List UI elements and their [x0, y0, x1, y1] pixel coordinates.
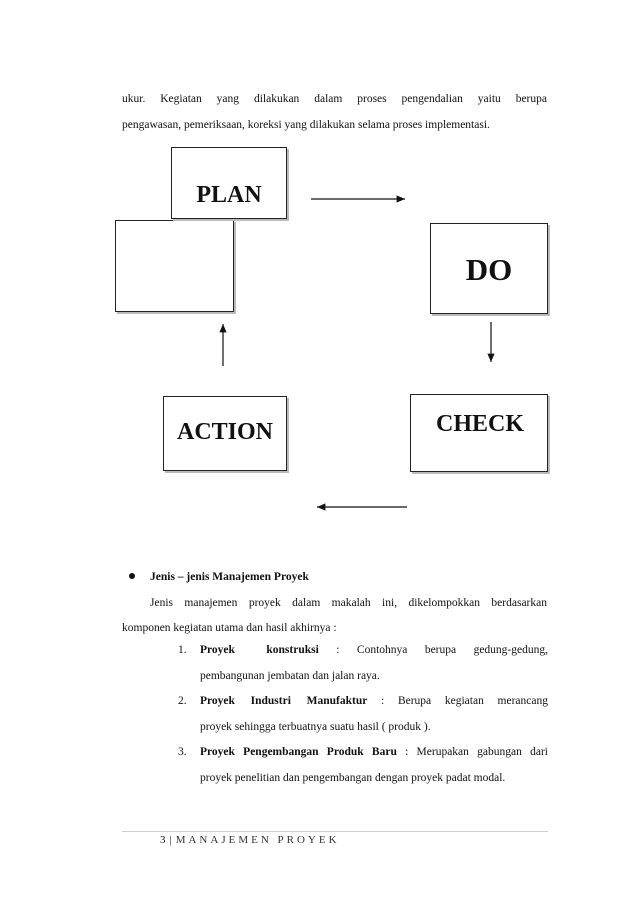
list-item-2: 2. Proyek Industri Manufaktur : Berupa k… — [178, 688, 548, 740]
list-item-line-2: pembangunan jembatan dan jalan raya. — [200, 670, 380, 682]
check-label: CHECK — [435, 410, 524, 437]
list-item-line-2: proyek penelitian dan pengembangan denga… — [200, 772, 506, 784]
list-item-line-2: proyek sehingga terbuatnya suatu hasil (… — [200, 721, 431, 733]
list-item-3: 3. Proyek Pengembangan Produk Baru : Mer… — [178, 739, 548, 791]
page-footer: 3|MANAJEMEN PROYEK — [160, 834, 340, 846]
footer-rule — [122, 831, 548, 832]
plan-label: PLAN — [196, 181, 262, 208]
intro-line-1: ukur. Kegiatan yang dilakukan dalam pros… — [122, 93, 547, 105]
list-item-text: : Berupa kegiatan merancang — [367, 695, 548, 707]
list-item-number: 2. — [178, 695, 187, 707]
blank-box — [115, 220, 234, 312]
action-label: ACTION — [176, 419, 273, 445]
action-box: ACTION — [163, 396, 287, 471]
footer-separator: | — [169, 834, 172, 846]
list-item-1: 1. Proyek konstruksi : Contohnya berupa … — [178, 637, 548, 689]
list-item-bold: Proyek Industri Manufaktur — [200, 695, 368, 707]
do-label: DO — [465, 251, 513, 287]
list-item-text: : Merupakan gabungan dari — [396, 746, 548, 758]
do-box: DO — [430, 223, 548, 314]
section-para-line-1: Jenis manajemen proyek dalam makalah ini… — [150, 597, 547, 609]
list-item-text: : Contohnya berupa gedung-gedung, — [318, 644, 548, 656]
intro-line-2: pengawasan, pemeriksaan, koreksi yang di… — [122, 119, 490, 131]
section-title: Jenis – jenis Manajemen Proyek — [150, 571, 309, 583]
list-item-bold: Proyek Pengembangan Produk Baru — [200, 746, 397, 758]
check-box: CHECK — [410, 394, 548, 472]
section-para-line-2: komponen kegiatan utama dan hasil akhirn… — [122, 622, 337, 634]
list-item-number: 3. — [178, 746, 187, 758]
bullet-icon — [129, 573, 135, 579]
list-item-bold: Proyek konstruksi — [200, 644, 319, 656]
plan-box: PLAN — [171, 147, 287, 219]
list-item-number: 1. — [178, 644, 187, 656]
page-number: 3 — [160, 834, 166, 846]
footer-title: MANAJEMEN PROYEK — [175, 834, 340, 846]
